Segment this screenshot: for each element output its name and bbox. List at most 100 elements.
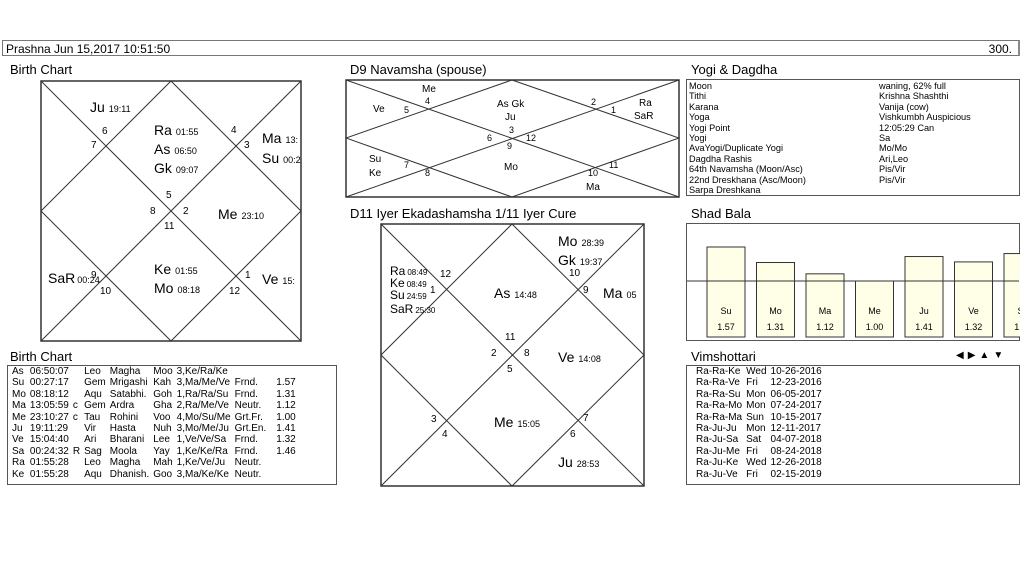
birth-table-cell: Mrigashi (109, 377, 148, 389)
shad-bala-category: Ju (919, 306, 929, 316)
d9-num-8: 8 (425, 168, 430, 178)
birth-table-cell: 3,Ke/Ra/Ke (176, 366, 228, 377)
vimshottari-cell: Ra-Ra-Ve (696, 377, 740, 389)
shad-bala-chart: Su1.57Mo1.31Ma1.12Me1.00Ju1.41Ve1.32Sa1.… (686, 223, 1020, 341)
prev-arrow-icon[interactable]: ◀ (956, 350, 964, 361)
birth-table-cell: R (72, 445, 81, 457)
bc-num-3: 3 (244, 140, 250, 151)
vimshottari-cell: Mon (746, 423, 766, 435)
birth-table-cell: Rohini (109, 411, 139, 423)
d9-chart-diagram[interactable]: Me 4 Ve 5 As Gk Ju 3 2 1 Ra SaR 6 12 9 S… (345, 79, 680, 199)
birth-table-cell: Tau (84, 411, 101, 423)
d9-num-12: 12 (526, 133, 536, 143)
vimshottari-cell: Mon (746, 388, 766, 400)
vimshottari-cell: 12-26-2018 (770, 457, 822, 469)
yogi-value: waning, 62% full (879, 81, 946, 91)
birth-table-cell: Frnd. (234, 377, 258, 389)
d11-num-7: 7 (583, 413, 589, 424)
birth-table-cell (73, 469, 84, 480)
birth-table-cell: Leo (84, 457, 101, 469)
birth-table-cell: Ve (12, 434, 24, 446)
birth-table-cell: 3,Ma/Ke/Ke (176, 468, 229, 480)
birth-table-cell: Ra (12, 457, 25, 469)
shad-bala-value: 1.31 (767, 322, 785, 332)
d9-num-4: 4 (425, 96, 430, 106)
shad-bala-bar (855, 280, 894, 338)
d11-num-1: 1 (430, 285, 436, 296)
yogi-row: Sarpa Dreshkana (689, 185, 1017, 195)
birth-table-heading: Birth Chart (10, 349, 73, 364)
yogi-label: 22nd Dreskhana (Asc/Moon) (689, 174, 806, 185)
shad-bala-category: Me (868, 306, 881, 316)
birth-table-cell: Goo (153, 468, 173, 480)
yogi-value: Sa (879, 133, 891, 144)
up-arrow-icon[interactable]: ▲ (979, 350, 990, 361)
vimshottari-cell: Ra-Ju-Ke (696, 457, 739, 469)
birth-table-cell: 1.31 (276, 388, 296, 400)
birth-chart-heading: Birth Chart (10, 62, 73, 77)
d9-ra: Ra (639, 98, 652, 109)
birth-table-cell: 1,Ve/Ve/Sa (176, 434, 227, 446)
yogi-label: AvaYogi/Duplicate Yogi (689, 143, 783, 154)
birth-table-cell: Gem (84, 400, 106, 412)
yogi-label: Yogi Point (689, 122, 731, 133)
vimshottari-cell: 08-24-2018 (770, 445, 822, 457)
shad-bala-value: 1.00 (866, 322, 884, 332)
next-arrow-icon[interactable]: ▶ (967, 350, 976, 361)
yogi-label: Yoga (689, 112, 710, 123)
birth-table-cell: Frnd. (234, 445, 258, 457)
birth-table-cell: 19:11:29 (29, 423, 69, 435)
birth-table-cell: 1.12 (276, 400, 296, 412)
vimshottari-cell: Ra-Ra-Ma (696, 411, 743, 423)
d11-num-2: 2 (491, 348, 497, 359)
yogi-label: 64th Navamsha (Moon/Asc) (689, 164, 803, 175)
vimshottari-cell: Fri (746, 377, 758, 389)
d11-num-10: 10 (569, 268, 581, 279)
d9-mo: Mo (504, 162, 518, 173)
birth-table-cell: Gha (153, 400, 173, 412)
birth-table-cell: 23:10:27 (29, 411, 69, 423)
birth-table-cell: Aqu (84, 388, 102, 400)
birth-table-cell: Kah (153, 377, 172, 389)
birth-table-cell: 1.41 (276, 423, 296, 435)
birth-table-cell: 1,Ke/Ve/Ju (176, 457, 226, 469)
birth-table-cell: Gem (84, 377, 106, 389)
shad-bala-category: Sa (1017, 306, 1020, 316)
d11-num-8: 8 (524, 348, 530, 359)
page-number: 300. (988, 42, 1012, 56)
down-arrow-icon[interactable]: ▼ (993, 350, 1004, 361)
birth-table-cell: Me (12, 411, 26, 423)
